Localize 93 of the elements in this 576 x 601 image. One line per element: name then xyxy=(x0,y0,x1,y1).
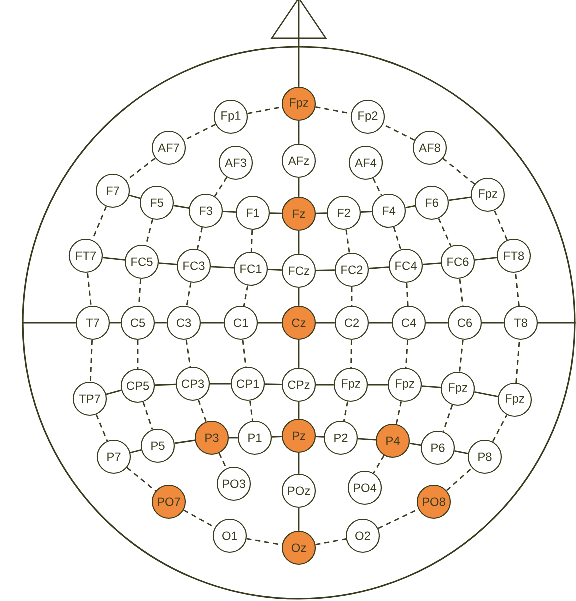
connector-line xyxy=(214,177,228,197)
connector-line xyxy=(316,384,334,386)
connector-line xyxy=(298,231,300,254)
connector-line xyxy=(142,402,154,430)
connector-line xyxy=(130,449,142,454)
connector-line xyxy=(242,340,247,368)
connector-line xyxy=(129,194,141,200)
connector-line xyxy=(174,205,190,209)
connector-line xyxy=(442,158,476,185)
connector-line xyxy=(442,404,454,432)
connector-line xyxy=(346,230,350,254)
connector-line xyxy=(368,384,388,386)
connector-line xyxy=(298,340,300,368)
connector-line xyxy=(474,392,498,398)
connector-line xyxy=(422,386,442,388)
connector-line xyxy=(92,206,108,241)
connector-line xyxy=(494,210,508,241)
connector-line xyxy=(361,211,372,213)
connector-line xyxy=(316,212,327,214)
connector-line xyxy=(201,322,224,324)
connector-line xyxy=(87,272,92,306)
connector-line xyxy=(298,121,300,144)
connector-line xyxy=(454,450,468,454)
connector-line xyxy=(265,384,282,386)
connector-line xyxy=(272,436,282,438)
connector-line xyxy=(298,508,300,531)
connector-line xyxy=(369,322,392,324)
connector-line xyxy=(459,340,464,372)
connector-line xyxy=(482,322,504,324)
connector-line xyxy=(268,269,282,271)
connector-line xyxy=(218,453,228,469)
connector-line xyxy=(316,322,335,324)
connector-line xyxy=(90,340,94,382)
connector-line xyxy=(474,257,498,261)
connector-line xyxy=(426,322,448,324)
connector-line xyxy=(155,384,176,386)
connector-line xyxy=(248,106,282,114)
connector-line xyxy=(316,106,352,115)
connector-line xyxy=(102,257,126,261)
connector-line xyxy=(96,414,108,442)
head-outline xyxy=(22,46,576,600)
connector-line xyxy=(174,440,196,444)
connector-line xyxy=(186,340,192,368)
connector-line xyxy=(316,436,324,438)
connector-line xyxy=(422,262,442,266)
connector-line xyxy=(250,400,254,422)
connector-line xyxy=(316,270,335,272)
connector-line xyxy=(298,0,300,87)
connector-line xyxy=(343,402,349,422)
connector-line xyxy=(393,227,402,250)
connector-line xyxy=(396,402,402,424)
connector-line xyxy=(406,283,409,306)
connector-line xyxy=(350,340,352,368)
connector-line xyxy=(438,218,452,247)
connector-line xyxy=(410,442,422,446)
connector-line xyxy=(198,400,207,422)
connector-line xyxy=(298,453,300,474)
connector-line xyxy=(126,158,156,182)
connector-line xyxy=(243,286,249,306)
connector-line xyxy=(515,272,520,306)
connector-line xyxy=(373,455,385,474)
connector-line xyxy=(405,340,409,368)
connector-line xyxy=(406,205,416,209)
connector-line xyxy=(459,278,464,306)
connector-line xyxy=(298,178,300,197)
connector-line xyxy=(372,178,382,196)
connector-line xyxy=(446,468,473,492)
connector-line xyxy=(538,322,576,324)
connector-line xyxy=(298,288,300,306)
connector-line xyxy=(223,211,236,213)
connector-line xyxy=(210,383,231,385)
connector-line xyxy=(196,228,204,250)
connector-line xyxy=(258,322,282,324)
connector-line xyxy=(137,340,139,369)
connector-line xyxy=(492,414,508,442)
connector-line xyxy=(229,437,238,439)
connector-line xyxy=(250,230,254,252)
connector-line xyxy=(516,340,520,384)
connector-line xyxy=(106,390,122,396)
connector-line xyxy=(351,287,353,306)
connector-line xyxy=(126,467,156,492)
connector-line xyxy=(270,212,282,214)
connector-line xyxy=(158,262,178,266)
connector-line xyxy=(368,266,390,270)
connector-line xyxy=(298,402,300,419)
connector-line xyxy=(358,438,376,441)
connector-line xyxy=(186,282,192,306)
connector-line xyxy=(210,266,234,269)
connector-line xyxy=(110,322,121,324)
connector-line xyxy=(316,538,346,546)
connector-line xyxy=(155,322,167,324)
connector-line xyxy=(448,196,472,202)
connector-line xyxy=(22,322,76,324)
